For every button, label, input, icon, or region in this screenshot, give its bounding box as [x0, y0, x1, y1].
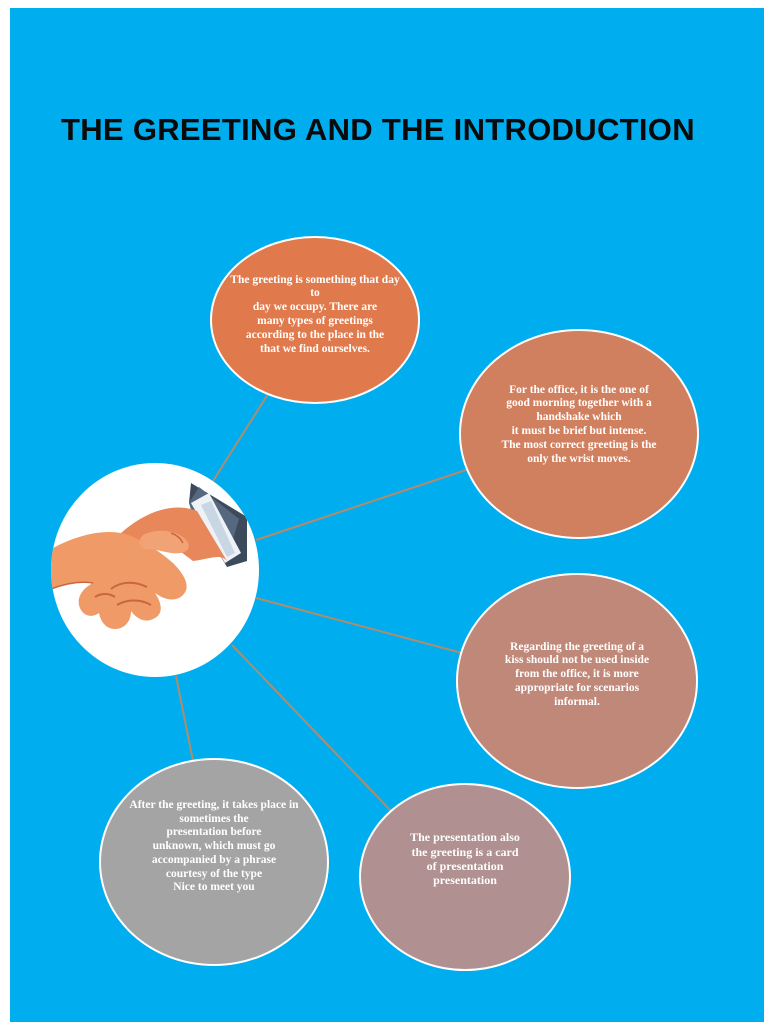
- bubble-kiss-greeting-text: Regarding the greeting of a kiss should …: [504, 640, 650, 708]
- connector-lines: [175, 393, 467, 814]
- bubble-greeting-daily: The greeting is something that day to da…: [210, 236, 420, 404]
- bubble-greeting-daily-text: The greeting is something that day to da…: [230, 273, 400, 355]
- bubble-introduction-text: After the greeting, it takes place in so…: [129, 798, 299, 894]
- bubble-presentation-card: The presentation also the greeting is a …: [359, 783, 571, 971]
- connector-line-1: [212, 393, 269, 482]
- handshake-hub: [51, 463, 259, 677]
- page-title: THE GREETING AND THE INTRODUCTION: [61, 112, 695, 147]
- connector-line-4: [231, 644, 394, 814]
- bubble-presentation-card-text: The presentation also the greeting is a …: [410, 830, 520, 888]
- poster-background: THE GREETING AND THE INTRODUCTION The gr…: [10, 8, 764, 1022]
- bubble-kiss-greeting: Regarding the greeting of a kiss should …: [456, 573, 698, 789]
- connector-line-2: [255, 469, 467, 541]
- bubble-office-greeting-text: For the office, it is the one of good mo…: [501, 383, 657, 465]
- bubble-introduction: After the greeting, it takes place in so…: [99, 758, 329, 966]
- handshake-icon: [51, 483, 247, 629]
- connector-line-5: [175, 675, 194, 762]
- connector-line-3: [255, 597, 463, 654]
- bubble-office-greeting: For the office, it is the one of good mo…: [459, 329, 699, 539]
